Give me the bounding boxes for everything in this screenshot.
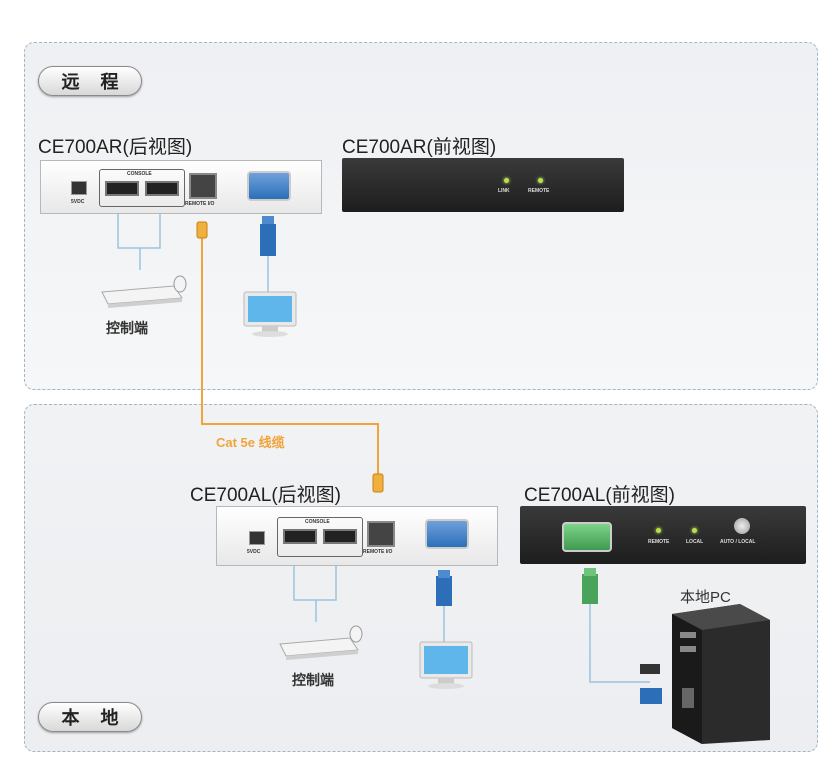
vga-port <box>425 519 469 549</box>
cable-label: Cat 5e 线缆 <box>216 435 285 450</box>
monitor-icon <box>419 641 473 689</box>
cat5e-connector-bottom <box>372 473 384 493</box>
auto-local-button <box>734 518 750 534</box>
local-rear-panel: 5VDC CONSOLE REMOTE I/O <box>216 506 498 566</box>
remote-rear-panel: 5VDC CONSOLE REMOTE I/O <box>40 160 322 214</box>
power-jack-icon <box>249 531 265 545</box>
local-front-title: CE700AL(前视图) <box>524 485 675 506</box>
usb-port-keyboard <box>323 529 357 544</box>
monitor-icon <box>243 291 297 337</box>
link-led-label: LINK <box>498 188 510 194</box>
pc-tower-icon <box>672 604 770 744</box>
remote-console-lines <box>117 214 269 292</box>
remote-led-label: REMOTE <box>528 188 550 194</box>
link-led <box>504 178 509 183</box>
keyboard-icon <box>279 637 359 660</box>
local-pc-caption: 本地PC <box>680 589 731 606</box>
local-led-label: LOCAL <box>686 539 704 545</box>
usb-port-keyboard <box>145 181 179 196</box>
power-jack-icon <box>71 181 87 195</box>
local-console-lines <box>293 566 650 683</box>
rj45-port <box>189 173 217 199</box>
remote-io-label: REMOTE I/O <box>185 201 215 207</box>
vga-port-green <box>562 522 612 552</box>
console-port-group <box>277 517 363 557</box>
remote-led <box>538 178 543 183</box>
remote-led <box>656 528 661 533</box>
local-rear-title: CE700AL(后视图) <box>190 485 341 506</box>
usb-port-mouse <box>283 529 317 544</box>
local-front-panel: REMOTE LOCAL AUTO / LOCAL <box>520 506 806 564</box>
cat5e-connector-top <box>196 221 208 239</box>
local-led <box>692 528 697 533</box>
console-label: CONSOLE <box>305 519 330 525</box>
mouse-icon <box>349 625 363 643</box>
vga-port <box>247 171 291 201</box>
rj45-port <box>367 521 395 547</box>
local-console-caption: 控制端 <box>292 672 334 688</box>
pc-connectors <box>640 664 662 704</box>
remote-led-label: REMOTE <box>648 539 670 545</box>
remote-rear-title: CE700AR(后视图) <box>38 137 193 158</box>
power-label: 5VDC <box>247 549 261 555</box>
auto-local-label: AUTO / LOCAL <box>720 539 756 545</box>
vga-cable-local-green <box>582 568 598 604</box>
usb-port-mouse <box>105 181 139 196</box>
vga-cable-local <box>436 570 452 606</box>
mouse-icon <box>173 275 187 293</box>
keyboard-icon <box>101 285 183 308</box>
local-zone-label: 本 地 <box>38 702 142 732</box>
remote-console-caption: 控制端 <box>106 320 148 336</box>
console-port-group <box>99 169 185 207</box>
vga-cable-remote <box>260 216 276 256</box>
console-label: CONSOLE <box>127 171 152 177</box>
remote-io-label: REMOTE I/O <box>363 549 393 555</box>
remote-front-title: CE700AR(前视图) <box>342 137 497 158</box>
cat5e-cable <box>201 236 379 476</box>
power-label: 5VDC <box>71 199 85 205</box>
remote-front-panel: LINK REMOTE <box>342 158 624 212</box>
remote-zone-label: 远 程 <box>38 66 142 96</box>
remote-zone <box>24 42 818 390</box>
